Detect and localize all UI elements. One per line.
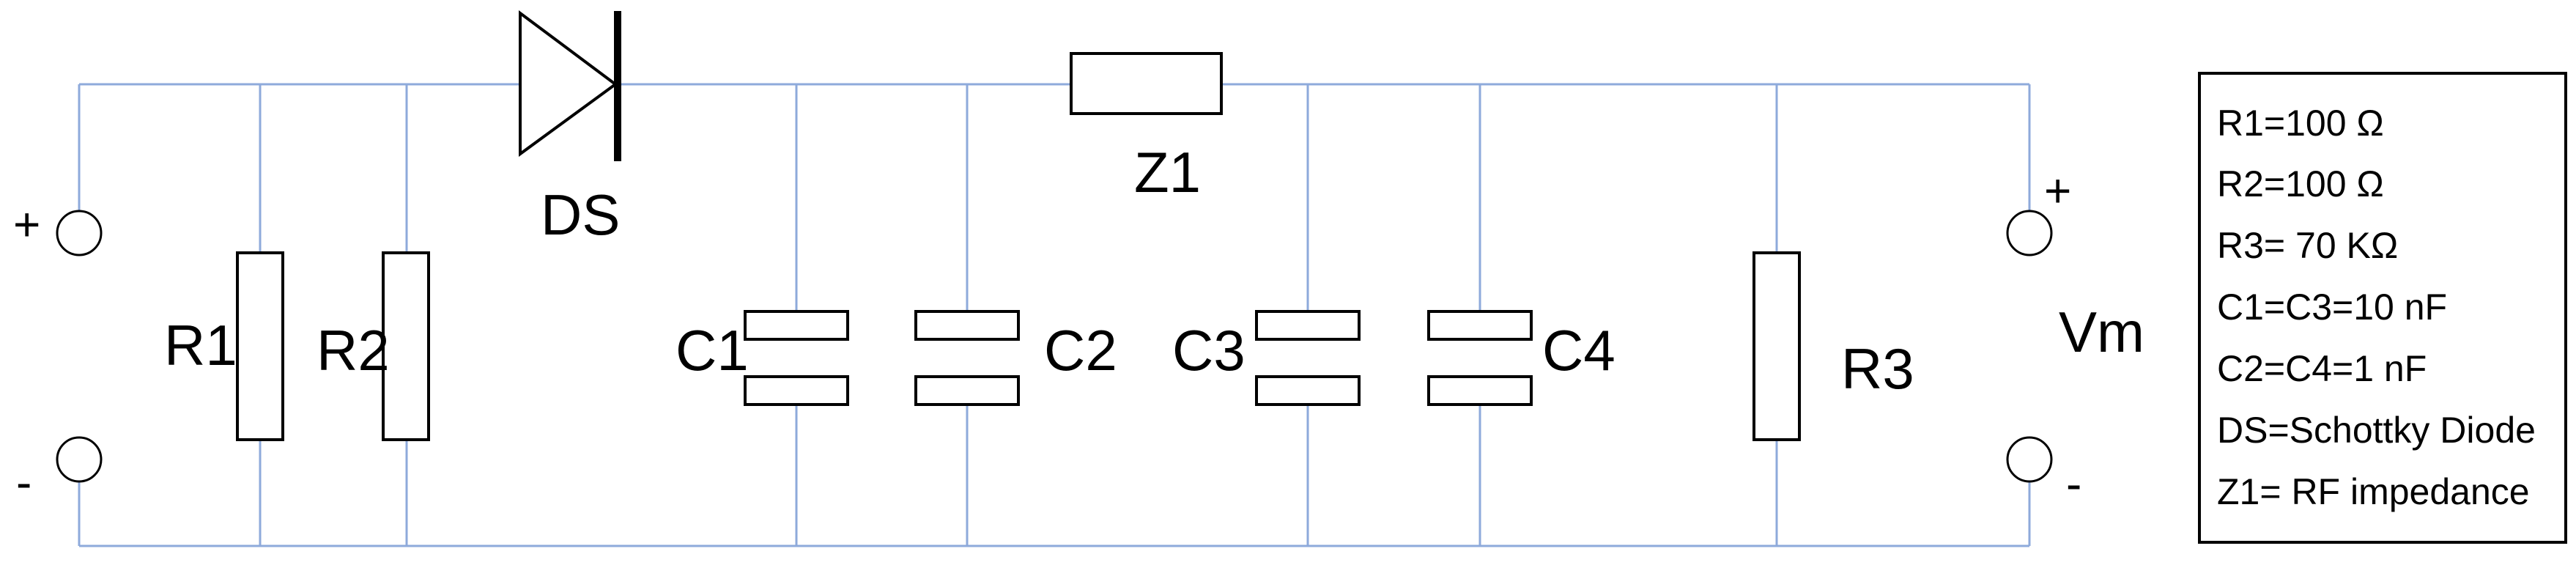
input-minus-sign: - — [16, 456, 32, 509]
wires — [78, 83, 2031, 547]
legend-border — [2198, 72, 2567, 544]
c4-capacitor — [1427, 310, 1533, 406]
r3-label: R3 — [1841, 336, 1914, 401]
legend-item: Z1= RF impedance — [2217, 471, 2530, 512]
output-terminal-plus — [2006, 210, 2053, 256]
diode-triangle — [519, 10, 618, 157]
output-terminal-minus — [2006, 436, 2053, 483]
c1-plate-bottom — [744, 375, 849, 406]
c3-plate-bottom — [1255, 375, 1361, 406]
legend-item: R3= 70 KΩ — [2217, 225, 2398, 266]
c2-capacitor — [914, 310, 1020, 406]
legend-item: R1=100 Ω — [2217, 103, 2384, 144]
r1-resistor — [236, 251, 284, 441]
c2-plate-bottom — [914, 375, 1020, 406]
r1-label: R1 — [164, 313, 237, 377]
c2-plate-top — [914, 310, 1020, 341]
legend-item: C2=C4=1 nF — [2217, 348, 2427, 389]
input-terminal-plus — [56, 210, 103, 256]
vm-label: Vm — [2059, 300, 2144, 364]
c3-label: C3 — [1172, 318, 1246, 383]
ds-label: DS — [541, 182, 620, 247]
c3-capacitor — [1255, 310, 1361, 406]
output-plus-sign: + — [2044, 164, 2071, 217]
r2-label: R2 — [317, 318, 390, 383]
c1-label: C1 — [676, 318, 749, 383]
legend-box: R1=100 Ω R2=100 Ω R3= 70 KΩ C1=C3=10 nF … — [2198, 72, 2567, 544]
output-minus-sign: - — [2066, 457, 2081, 510]
z1-label: Z1 — [1134, 140, 1201, 204]
legend-item: R2=100 Ω — [2217, 163, 2384, 204]
c4-label: C4 — [1542, 318, 1615, 383]
r2-resistor — [382, 251, 430, 441]
legend-item: C1=C3=10 nF — [2217, 287, 2447, 328]
r3-resistor — [1753, 251, 1801, 441]
c4-plate-top — [1427, 310, 1533, 341]
legend-item: DS=Schottky Diode — [2217, 410, 2536, 451]
diode-ds — [519, 10, 621, 161]
c2-label: C2 — [1044, 318, 1117, 383]
input-terminal-minus — [56, 436, 103, 483]
c1-plate-top — [744, 310, 849, 341]
c3-plate-top — [1255, 310, 1361, 341]
z1-impedance — [1070, 52, 1223, 115]
c4-plate-bottom — [1427, 375, 1533, 406]
c1-capacitor — [744, 310, 849, 406]
input-plus-sign: + — [13, 198, 40, 251]
